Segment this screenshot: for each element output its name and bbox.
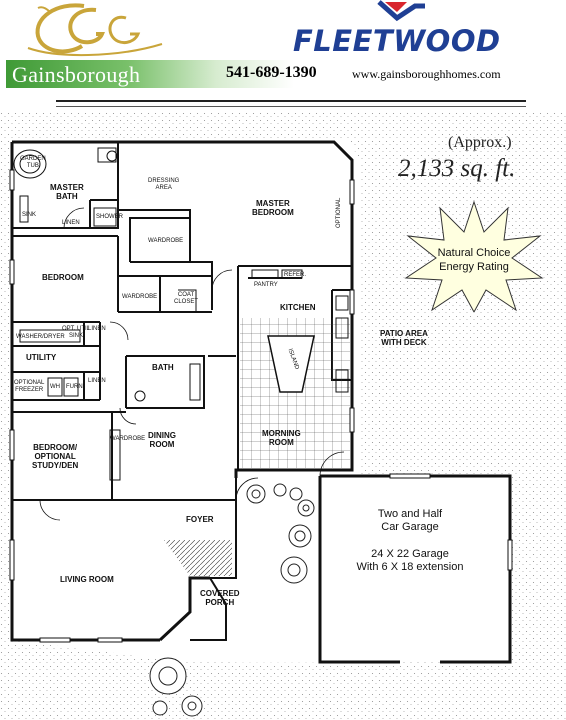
room-kitchen: KITCHEN — [280, 303, 316, 312]
website-link[interactable]: www.gainsboroughhomes.com — [352, 67, 501, 81]
room-foyer: FOYER — [186, 515, 214, 524]
pantry-label: PANTRY — [254, 282, 278, 288]
energy-rating-starburst-icon — [404, 200, 544, 312]
badge-line: Energy Rating — [439, 261, 509, 274]
divider — [56, 100, 526, 102]
room-living: LIVING ROOM — [60, 575, 114, 584]
optional-label: OPTIONAL — [336, 197, 342, 228]
area-approx-label: (Approx.) — [448, 134, 512, 151]
furnace-label: FURN. — [66, 384, 85, 390]
fleetwood-logo-icon — [377, 0, 425, 22]
shower-label: SHOWER — [96, 214, 123, 220]
gainsborough-logo-icon — [27, 3, 163, 57]
phone-number: 541-689-1390 — [226, 64, 317, 81]
brand-banner — [6, 60, 560, 88]
room-bedroom: BEDROOM — [42, 273, 84, 282]
room-utility: UTILITY — [26, 353, 57, 362]
wardrobe-label: WARDROBE — [110, 436, 146, 442]
room-bath: BATH — [152, 363, 174, 372]
linen-label: LINEN — [88, 326, 106, 332]
square-footage: 2,133 sq. ft. — [398, 155, 516, 182]
linen-label: LINEN — [88, 378, 106, 384]
fleetwood-wordmark: FLEETWOOD — [293, 24, 501, 58]
wardrobe-label: WARDROBE — [148, 238, 184, 244]
water-heater-label: WH — [50, 384, 60, 390]
energy-rating-badge: Natural Choice Energy Rating — [424, 246, 524, 275]
wardrobe-label: WARDROBE — [122, 294, 158, 300]
linen-label: LINEN — [62, 220, 80, 226]
badge-line: Natural Choice — [437, 247, 511, 259]
washer-dryer-label: WASHER/DRYER — [16, 334, 65, 340]
sink-label: SINK — [22, 212, 37, 218]
divider — [56, 106, 526, 107]
refrigerator-label: REFER. — [284, 272, 307, 278]
brand-name: Gainsborough — [12, 62, 141, 87]
